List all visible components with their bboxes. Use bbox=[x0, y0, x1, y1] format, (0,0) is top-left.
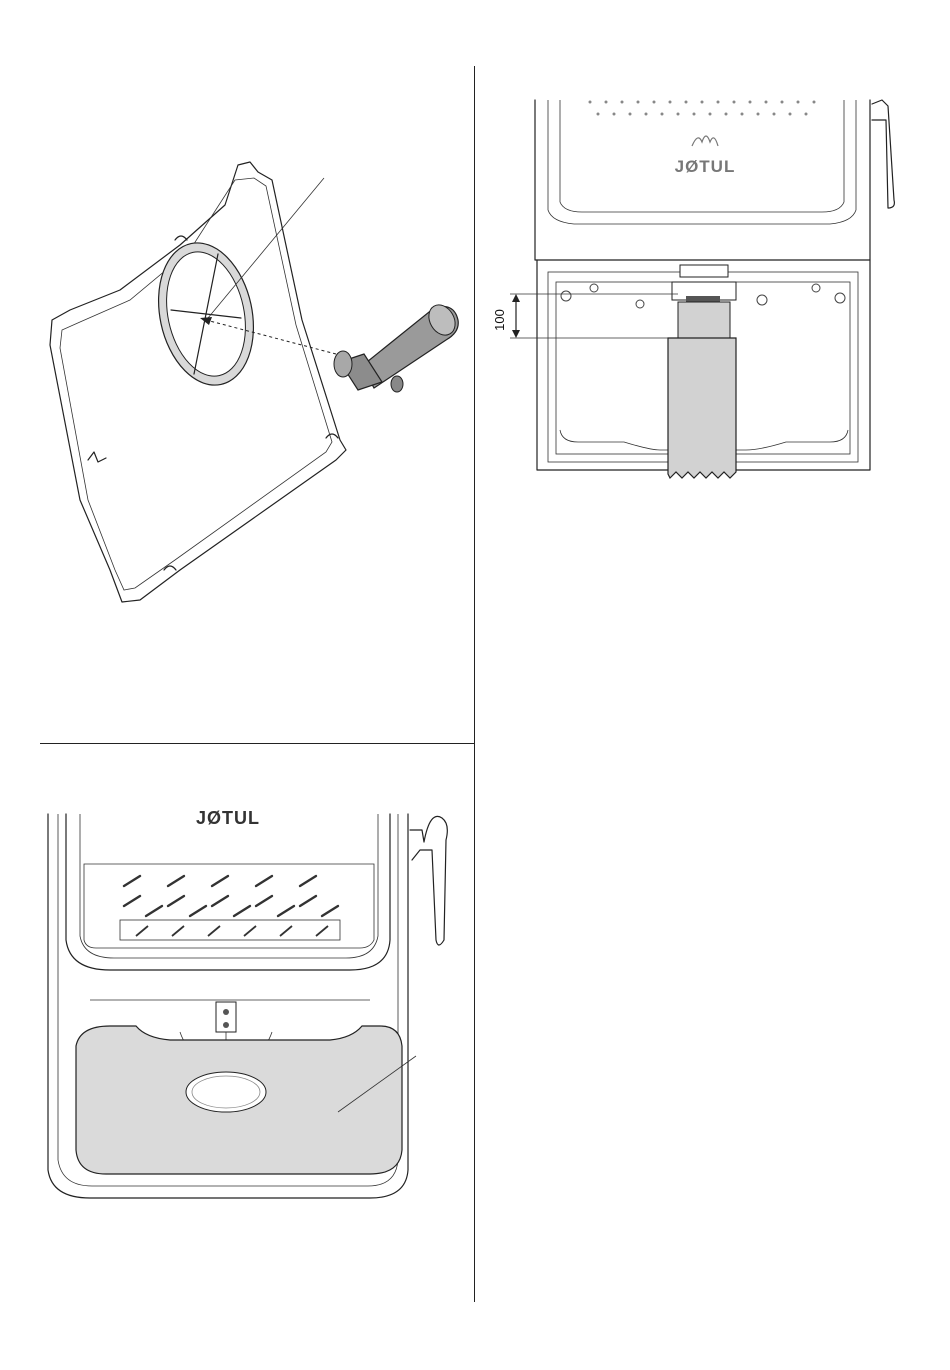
flame-icon bbox=[692, 136, 718, 146]
leader-line bbox=[208, 178, 324, 318]
flue-adapter bbox=[678, 302, 730, 338]
knob-pin bbox=[391, 376, 403, 392]
dimension-label: 100 bbox=[492, 309, 507, 331]
panel-notch bbox=[88, 452, 106, 462]
dimension-arrowhead-top bbox=[512, 294, 520, 302]
figure-stove-front: JØTUL bbox=[40, 800, 460, 1220]
flue-pipe bbox=[668, 338, 736, 478]
side-handle bbox=[410, 816, 447, 945]
panel-tab bbox=[175, 236, 187, 240]
brand-logo-text: JØTUL bbox=[675, 157, 736, 176]
figure-stove-flue: JØTUL 100 bbox=[500, 90, 920, 490]
horizontal-divider bbox=[40, 743, 474, 744]
panel-tab bbox=[326, 434, 338, 438]
firebox-door bbox=[66, 814, 390, 970]
ash-drawer-window bbox=[186, 1072, 266, 1112]
knob-stem bbox=[334, 351, 352, 377]
side-handle bbox=[872, 100, 894, 208]
stove-flue-drawing: JØTUL 100 bbox=[500, 90, 920, 490]
figure-panel-knob bbox=[40, 150, 480, 620]
panel-knob-drawing bbox=[40, 150, 480, 620]
air-control-icon bbox=[223, 1022, 229, 1028]
grate-tray-slots bbox=[136, 926, 328, 936]
stove-upper-body bbox=[535, 100, 870, 260]
grate-tray bbox=[120, 920, 340, 940]
panel-inner-rim bbox=[60, 178, 332, 590]
grate-slots bbox=[124, 876, 338, 916]
dimension-arrowhead-bottom bbox=[512, 330, 520, 338]
stove-front-drawing: JØTUL bbox=[40, 800, 460, 1220]
brand-logo-text: JØTUL bbox=[196, 808, 260, 828]
air-control-icon bbox=[223, 1009, 229, 1015]
vent-holes bbox=[589, 101, 816, 116]
panel-outline bbox=[50, 162, 346, 602]
stove-door-inner bbox=[560, 100, 844, 212]
flue-collar-top bbox=[680, 265, 728, 277]
